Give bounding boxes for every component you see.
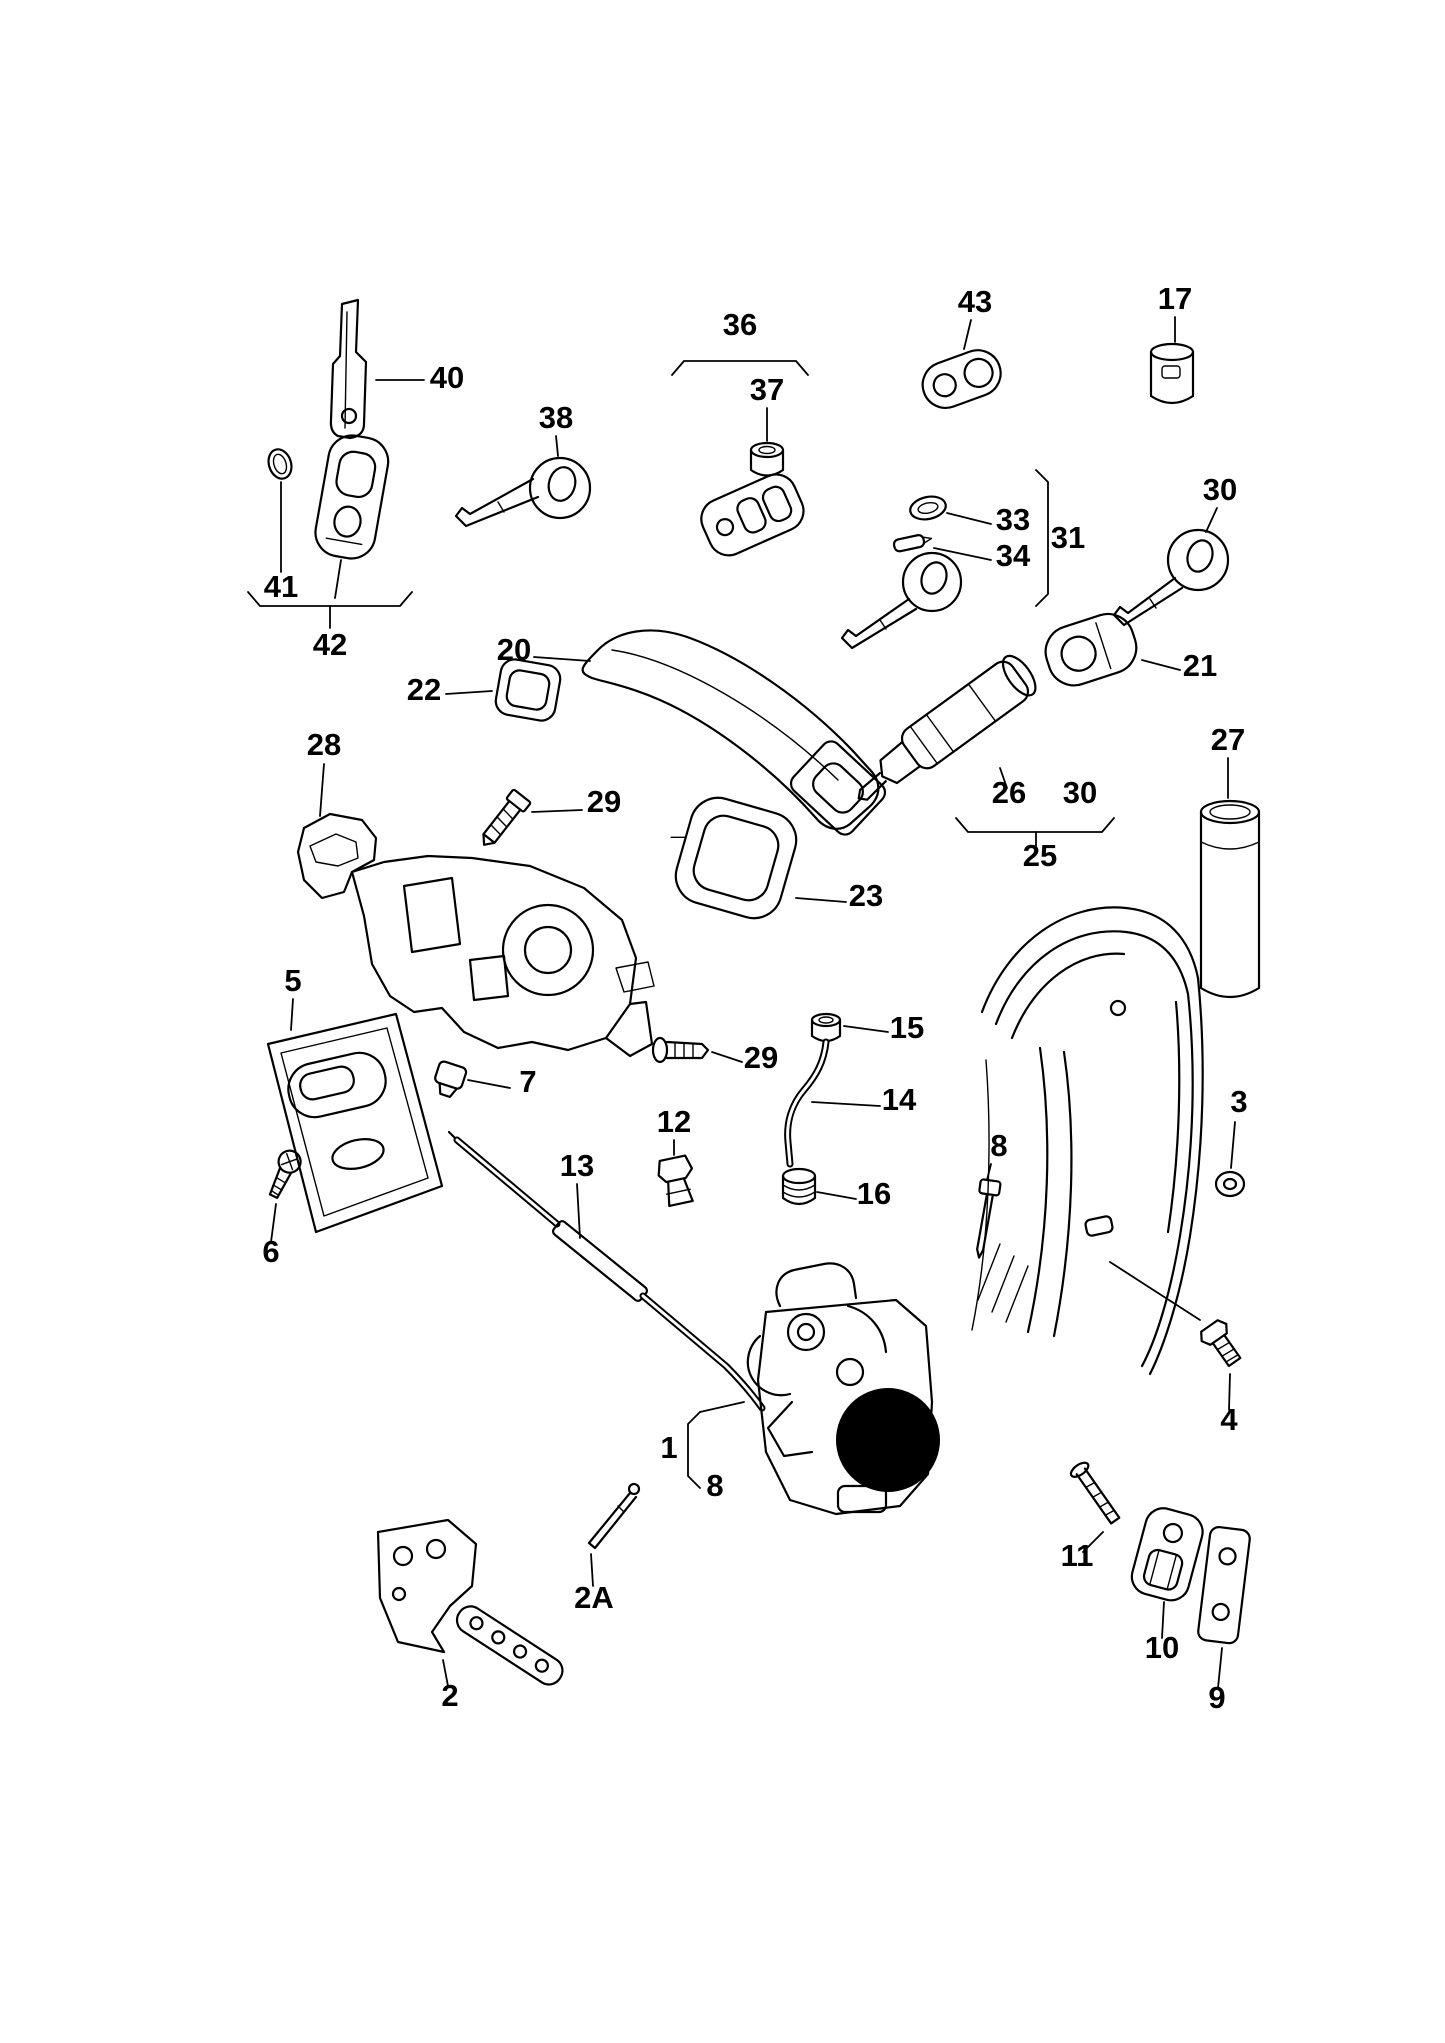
- part-label-12: 12: [657, 1104, 691, 1139]
- bulb-34: [892, 534, 933, 553]
- part-label-9: 9: [1208, 1680, 1225, 1715]
- part-label-17: 17: [1158, 281, 1192, 316]
- cylinder-tube-27: [1199, 799, 1261, 998]
- nut-3: [1214, 1170, 1246, 1198]
- handle-carrier-28: [296, 812, 655, 1058]
- part-label-23: 23: [849, 878, 883, 913]
- grommet-16: [781, 1167, 817, 1206]
- part-label-20: 20: [497, 632, 531, 667]
- screw-4: [1200, 1319, 1242, 1368]
- key-ring-41: [267, 448, 293, 480]
- part-label-16: 16: [857, 1176, 891, 1211]
- leader-lines: [270, 316, 1236, 1689]
- striker-10: [1130, 1507, 1204, 1602]
- hinge-bracket-2: [376, 1518, 564, 1686]
- screw-29b: [651, 1036, 710, 1064]
- key-blank-middle: [840, 551, 963, 650]
- part-label-14: 14: [882, 1082, 917, 1117]
- part-label-5: 5: [284, 963, 301, 998]
- inner-handle-trim-5: [266, 1012, 444, 1234]
- key-blade-40: [329, 298, 368, 440]
- part-label-8: 8: [990, 1128, 1007, 1163]
- lock-rod-13: [447, 1130, 766, 1412]
- part-label-27: 27: [1211, 722, 1245, 757]
- part-label-11: 11: [1061, 1538, 1094, 1573]
- part-label-10: 10: [1145, 1630, 1179, 1665]
- part-label-33: 33: [996, 502, 1030, 537]
- cap-33: [909, 495, 947, 521]
- part-label-15: 15: [890, 1010, 924, 1045]
- part-label-43: 43: [958, 284, 992, 319]
- door-handle-20: [581, 629, 887, 836]
- rivet-11: [1069, 1461, 1121, 1525]
- part-label-42: 42: [313, 627, 347, 662]
- part-label-4: 4: [1220, 1402, 1238, 1437]
- part-label-41: 41: [264, 569, 298, 604]
- grommet-43: [921, 349, 1002, 409]
- lock-plate-9: [1197, 1526, 1251, 1645]
- remote-fob-37: [700, 473, 805, 557]
- group-brackets: [247, 360, 1115, 1489]
- part-label-34: 34: [996, 538, 1031, 573]
- pin-2a: [587, 1482, 641, 1550]
- remote-fob-42: [314, 434, 390, 560]
- part-label-7: 7: [519, 1064, 536, 1099]
- part-label-31: 31: [1051, 520, 1085, 555]
- part-label-13: 13: [560, 1148, 594, 1183]
- part-label-38: 38: [539, 400, 573, 435]
- part-label-1: 1: [660, 1430, 677, 1465]
- part-label-21: 21: [1183, 648, 1217, 683]
- part-label-29: 29: [587, 784, 621, 819]
- part-label-30: 30: [1203, 472, 1237, 507]
- part-label-8: 8: [706, 1468, 723, 1503]
- part-label-2a: 2A: [574, 1580, 614, 1615]
- part-label-28: 28: [307, 727, 341, 762]
- part-label-26: 26: [992, 775, 1026, 810]
- gasket-22: [494, 658, 562, 722]
- clip-7: [434, 1060, 468, 1099]
- lock-rod-14: [784, 1038, 830, 1168]
- part-label-30: 30: [1063, 775, 1097, 810]
- part-label-36: 36: [723, 307, 757, 342]
- cylinder-cover-21: [1044, 612, 1138, 687]
- lock-cylinder-26: [857, 654, 1037, 801]
- door-latch-1: [746, 1262, 940, 1516]
- part-label-6: 6: [262, 1234, 279, 1269]
- part-label-29: 29: [744, 1040, 778, 1075]
- gasket-23: [670, 796, 798, 920]
- clip-12: [657, 1154, 694, 1208]
- door-frame: [971, 906, 1204, 1376]
- black-dot-marker: [836, 1388, 940, 1492]
- key-blank-30: [1112, 528, 1230, 627]
- part-label-3: 3: [1230, 1084, 1247, 1119]
- screw-6: [268, 1149, 302, 1199]
- key-38: [454, 456, 592, 528]
- part-label-2: 2: [441, 1678, 458, 1713]
- part-label-37: 37: [750, 372, 784, 407]
- part-label-22: 22: [407, 672, 441, 707]
- part-label-25: 25: [1023, 838, 1057, 873]
- part-label-40: 40: [430, 360, 464, 395]
- cylinder-cap-17: [1149, 342, 1195, 405]
- screw-29a: [482, 788, 532, 846]
